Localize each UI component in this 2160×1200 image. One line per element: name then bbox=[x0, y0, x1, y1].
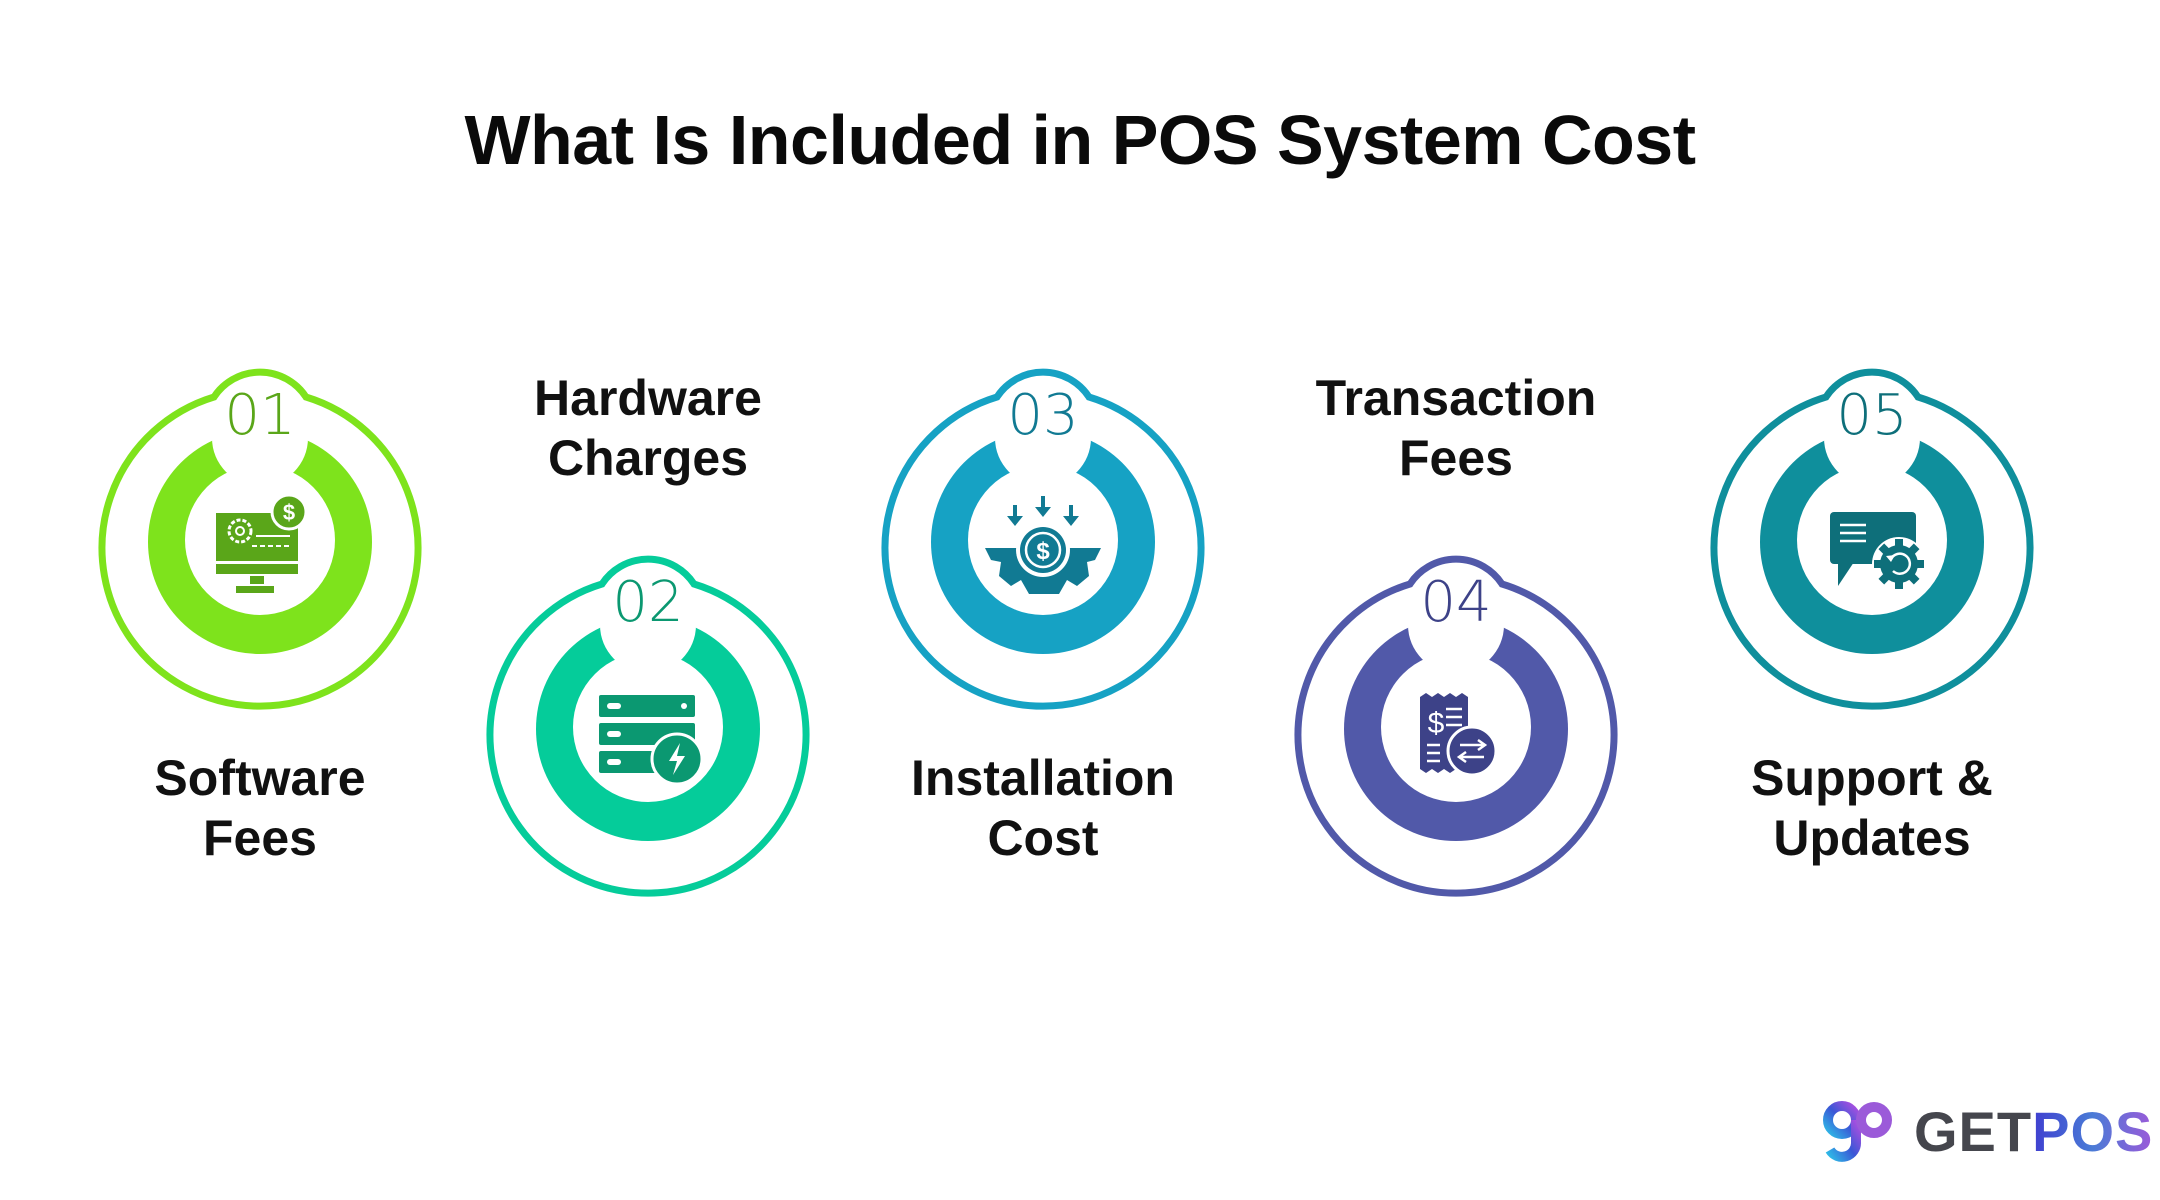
step-ring-02: 02 bbox=[486, 555, 810, 897]
step-label-line2: Charges bbox=[547, 430, 749, 486]
step-ring-01: 01 $ bbox=[98, 368, 422, 710]
logo-text: GETPOS bbox=[1914, 1099, 2153, 1164]
svg-text:$: $ bbox=[1428, 707, 1445, 740]
step-label-03: Installation Cost bbox=[863, 748, 1223, 868]
gp-logo-mark-icon bbox=[1823, 1101, 1892, 1162]
step-label-05: Support & Updates bbox=[1692, 748, 2052, 868]
step-label-line2: Updates bbox=[1773, 810, 1971, 866]
step-label-line2: Fees bbox=[203, 810, 317, 866]
server-power-icon bbox=[599, 695, 704, 786]
step-04: 04 $ bbox=[1286, 537, 1626, 897]
page-title: What Is Included in POS System Cost bbox=[464, 101, 1696, 179]
step-label-line1: Hardware bbox=[534, 370, 762, 426]
logo-text-get: GET bbox=[1914, 1099, 2033, 1163]
step-05: 05 bbox=[1702, 350, 2042, 710]
step-label-line1: Support & bbox=[1751, 750, 1993, 806]
svg-text:$: $ bbox=[283, 500, 295, 525]
step-label-line1: Installation bbox=[911, 750, 1175, 806]
step-ring-04: 04 $ bbox=[1294, 555, 1618, 897]
step-number-05: 05 bbox=[1836, 383, 1907, 448]
step-label-01: Software Fees bbox=[80, 748, 440, 868]
svg-text:$: $ bbox=[1036, 538, 1050, 565]
step-number-02: 02 bbox=[612, 570, 683, 635]
step-label-02: Hardware Charges bbox=[468, 368, 828, 488]
step-01: 01 $ bbox=[90, 350, 430, 710]
step-label-04: Transaction Fees bbox=[1276, 368, 1636, 488]
monitor-settings-dollar-icon: $ bbox=[216, 493, 308, 593]
getpos-logo: GETPOS bbox=[1822, 1098, 2153, 1164]
step-label-line2: Fees bbox=[1399, 430, 1513, 486]
step-number-04: 04 bbox=[1420, 570, 1491, 635]
step-label-line2: Cost bbox=[987, 810, 1099, 866]
step-02: 02 bbox=[478, 537, 818, 897]
step-03: 03 $ bbox=[873, 350, 1213, 710]
step-number-03: 03 bbox=[1007, 383, 1078, 448]
receipt-exchange-icon: $ bbox=[1420, 693, 1498, 777]
step-number-01: 01 bbox=[224, 383, 295, 448]
step-ring-05: 05 bbox=[1710, 368, 2034, 710]
step-label-line1: Software bbox=[154, 750, 366, 806]
step-ring-03: 03 $ bbox=[881, 368, 1205, 710]
step-label-line1: Transaction bbox=[1315, 370, 1597, 426]
gear-dollar-arrows-icon: $ bbox=[985, 496, 1101, 594]
chat-gear-update-icon bbox=[1830, 512, 1926, 591]
logo-text-pos: POS bbox=[2032, 1099, 2154, 1163]
